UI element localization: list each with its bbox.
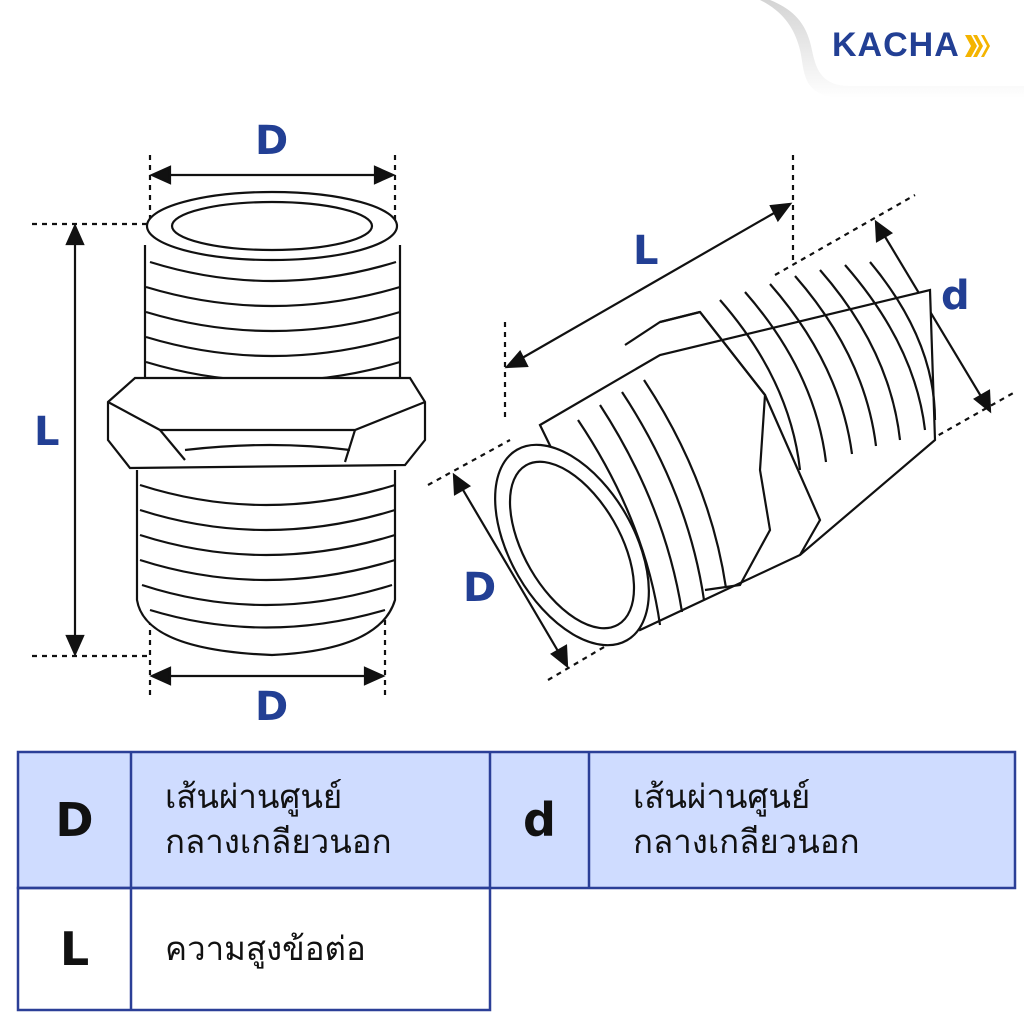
legend-desc-L: ความสูงข้อต่อ — [165, 928, 366, 968]
dimension-label-side-length: L — [633, 228, 659, 274]
side-view-fitting — [427, 155, 1016, 681]
brand-logo: KACHA — [832, 26, 992, 65]
legend-symbol-d: d — [523, 793, 556, 847]
front-view-fitting — [32, 155, 427, 695]
dimension-label-side-outer: D — [463, 565, 497, 611]
legend-desc-D: เส้นผ่านศูนย์ กลางเกลียวนอก — [165, 777, 392, 861]
dimension-label-side-inner: d — [941, 273, 970, 319]
legend-desc-d: เส้นผ่านศูนย์ กลางเกลียวนอก — [633, 777, 860, 861]
dimension-label-front-bottom: D — [255, 684, 289, 730]
legend-symbol-L: L — [59, 922, 90, 976]
legend-symbol-D: D — [55, 793, 94, 847]
brand-name: KACHA — [832, 26, 960, 64]
dimension-label-front-left: L — [34, 409, 60, 455]
dimension-label-front-top: D — [255, 118, 289, 164]
triple-slash-mark-icon — [964, 34, 990, 57]
